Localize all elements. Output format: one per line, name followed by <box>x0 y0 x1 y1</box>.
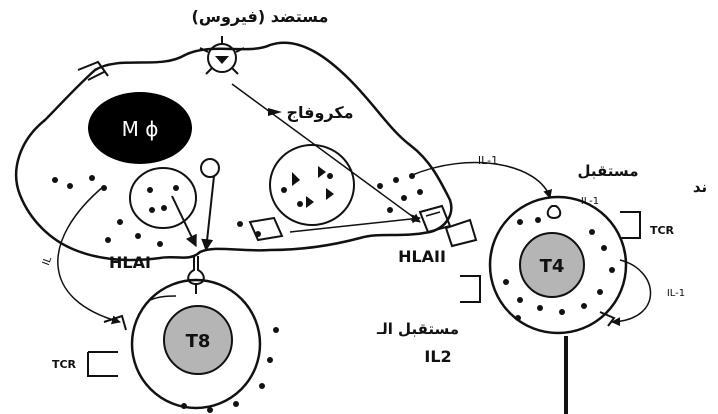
macrophage-outline <box>15 41 453 262</box>
t4-label: T4 <box>540 256 565 277</box>
macrophage-granules <box>52 173 423 247</box>
hlai-label: HLAI <box>109 253 151 272</box>
antigen-partial-label: ند <box>693 178 707 196</box>
t8-cell-membrane <box>130 278 262 410</box>
receptor-il-prefix-label: مستقبل الـ <box>376 320 459 338</box>
antigen-virus-label: مستضد (فيروس) <box>192 7 329 26</box>
macrophage-nucleus <box>88 92 192 164</box>
il1-arrow-label: IL-1 <box>478 154 498 167</box>
right-vacuole <box>269 144 355 226</box>
hlaii-label: HLAII <box>398 247 446 266</box>
il1-left-label: IL <box>41 255 54 267</box>
m-phi-label: M ϕ <box>122 117 159 141</box>
t8-granules <box>181 327 279 413</box>
left-vacuole <box>129 167 197 229</box>
t4-cell-membrane <box>488 195 628 335</box>
membrane-receptor-notch <box>77 60 109 81</box>
t8-nucleus <box>163 305 233 375</box>
il2-label: IL2 <box>424 347 451 366</box>
il1-small-label: IL-1 <box>667 288 685 299</box>
virus-antigen-icon <box>199 36 245 75</box>
tcr-t4-label: TCR <box>650 224 675 237</box>
t4-nucleus <box>519 232 585 298</box>
t8-label: T8 <box>186 331 211 352</box>
t4-granules <box>503 217 615 321</box>
macrophage-label: مكروفاج <box>286 103 353 122</box>
tcr-t8-label: TCR <box>52 358 77 371</box>
il1-receptor-label: IL-1 <box>581 196 599 207</box>
receptor-top-label: مستقبل <box>578 162 639 180</box>
